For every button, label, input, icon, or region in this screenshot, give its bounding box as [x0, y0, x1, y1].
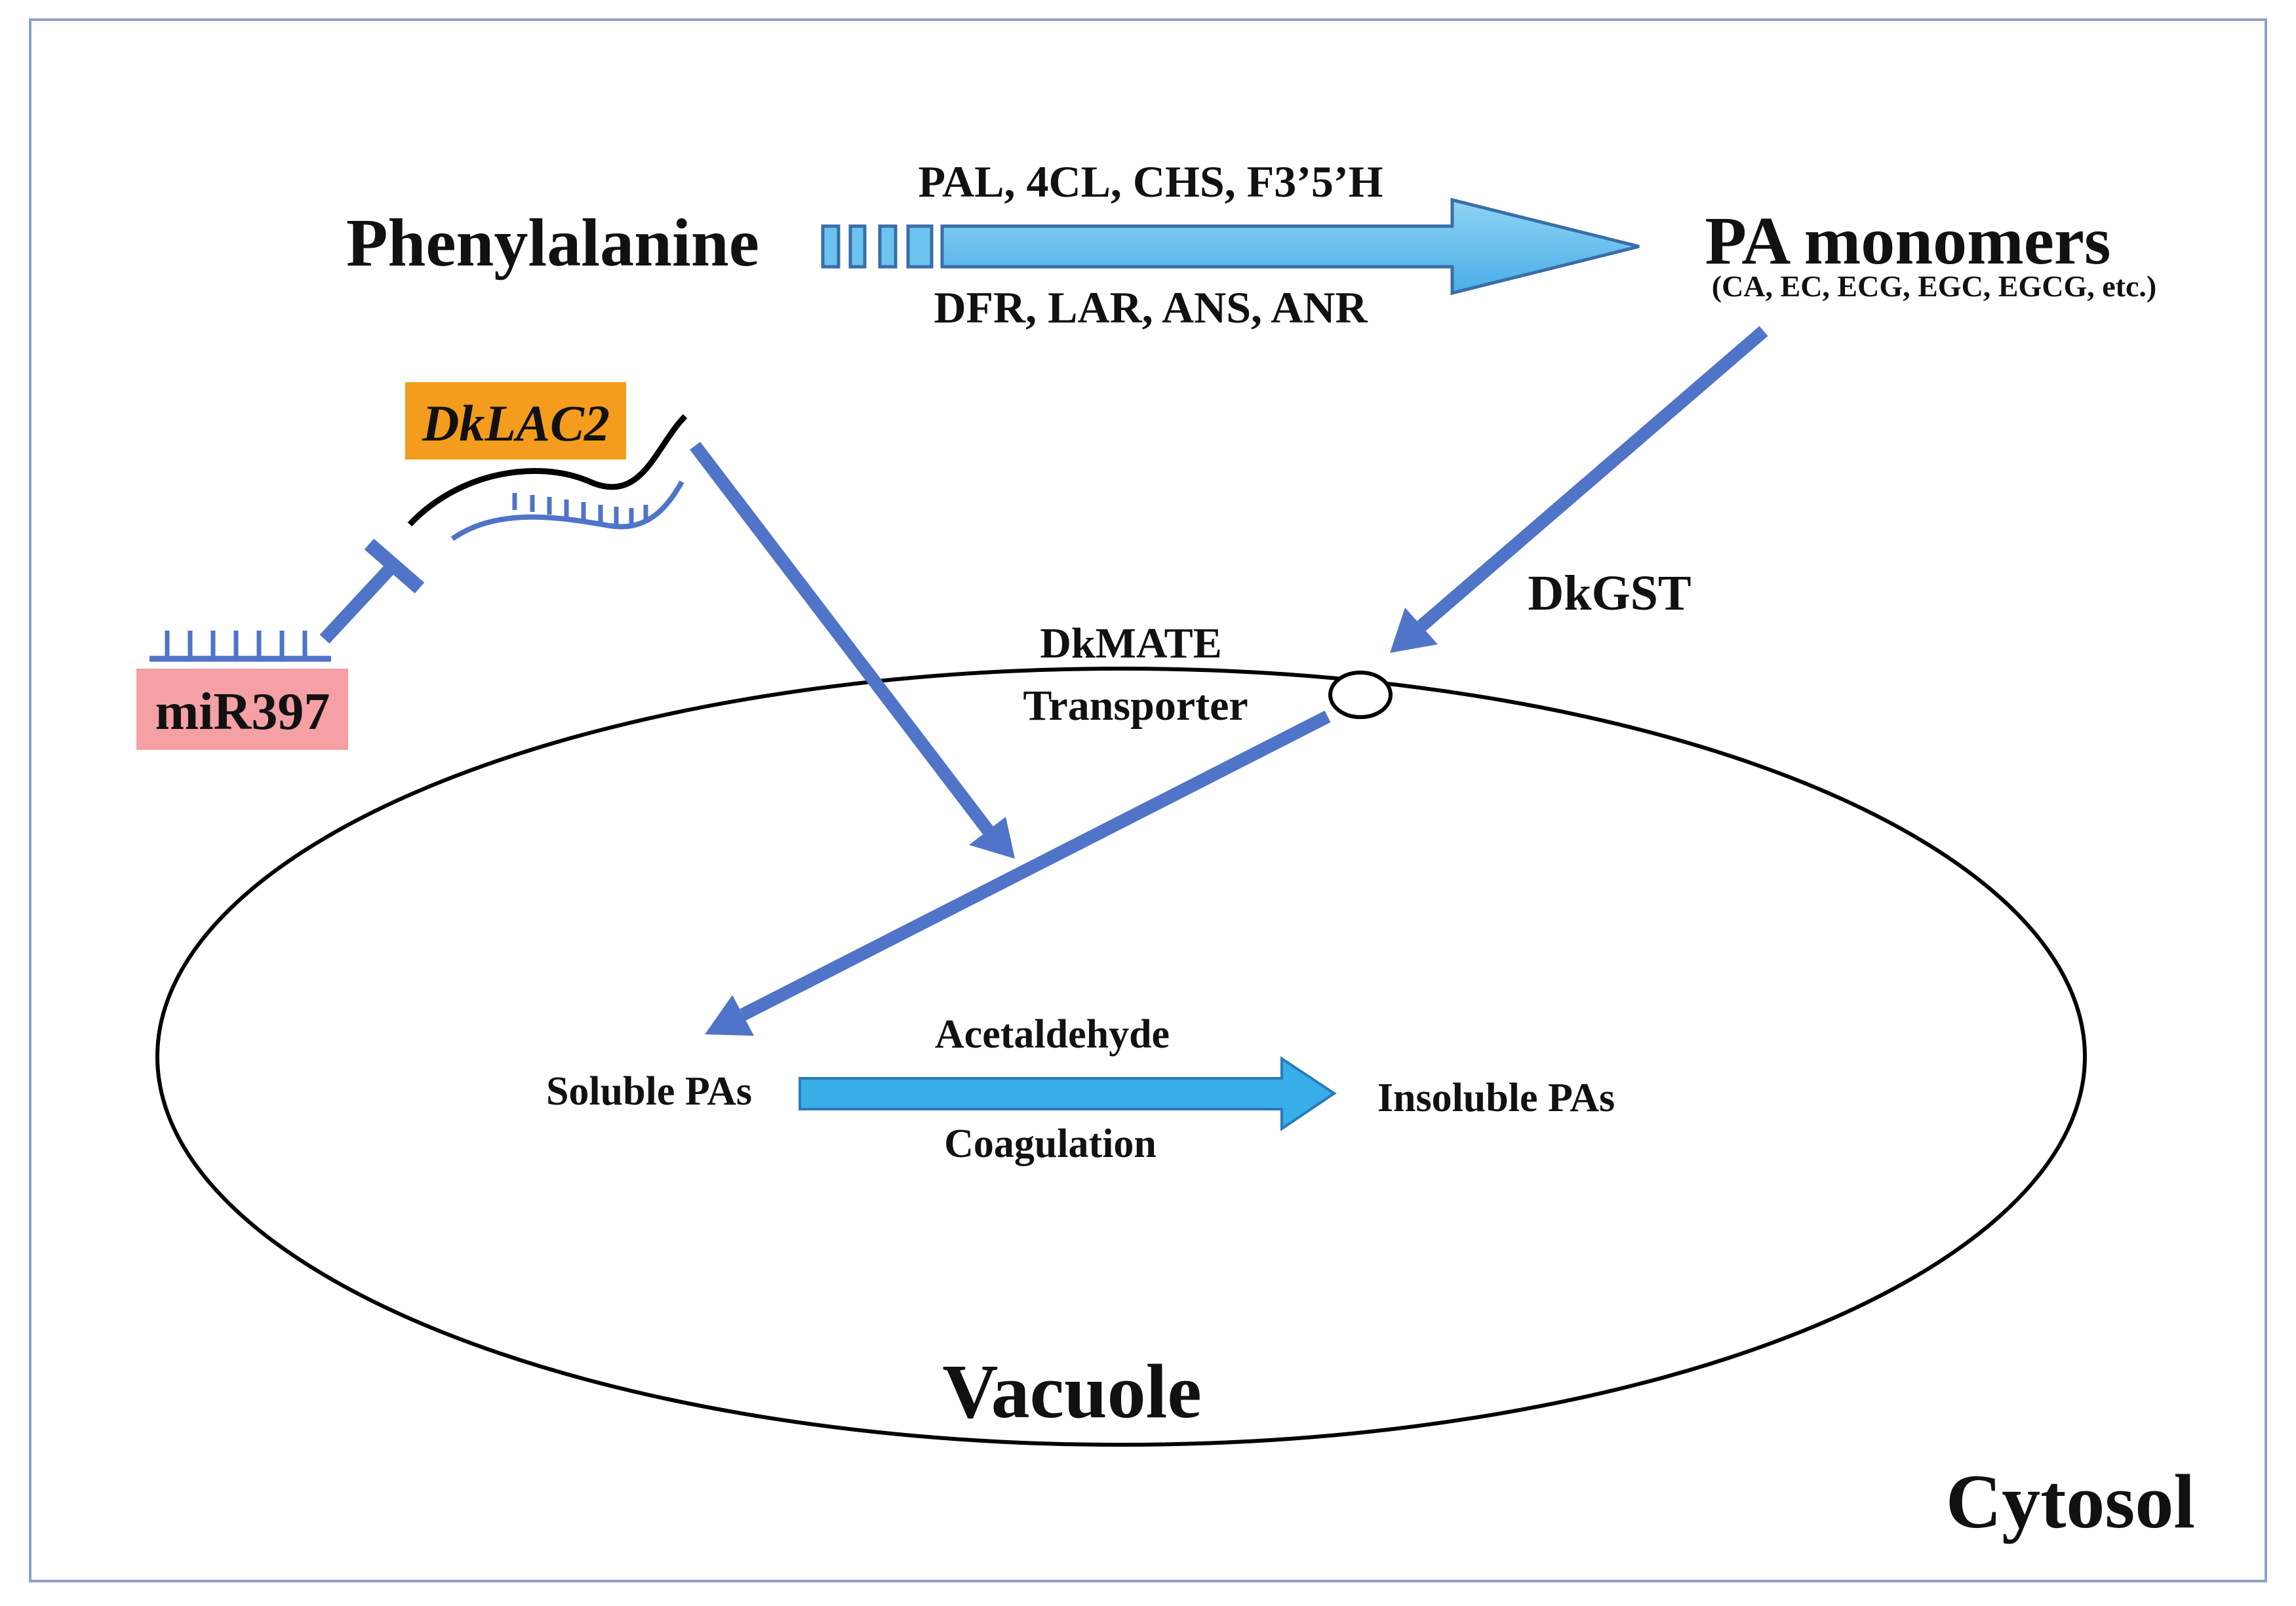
pa-monomers-sub-label: (CA, EC, ECG, EGC, EGCG, etc.) — [1712, 269, 2156, 303]
dkmate-label-line2: Transporter — [1023, 682, 1248, 730]
biosynthesis-arrow — [940, 197, 1640, 296]
cytosol-label: Cytosol — [1946, 1459, 2195, 1544]
mir397-label-box — [136, 669, 348, 750]
figure-frame — [29, 18, 2267, 1582]
dklac2-mrna-strand — [407, 414, 688, 527]
enzymes-bottom-label: DFR, LAR, ANS, ANR — [934, 283, 1368, 332]
dklac2-arrow — [690, 441, 1015, 859]
dkgst-label: DkGST — [1528, 566, 1691, 621]
inhibition-line — [319, 538, 425, 644]
transport-arrow — [705, 711, 1331, 1036]
dkgst-arrow — [1390, 326, 1768, 653]
mirna-bound-strand — [450, 480, 684, 541]
dklac2-label-box — [405, 382, 626, 460]
vacuole-label: Vacuole — [942, 1348, 1202, 1434]
phenylalanine-label: Phenylalanine — [346, 205, 759, 281]
vacuole-membrane — [155, 667, 2087, 1447]
mir397-strand-icon — [149, 631, 331, 662]
base-pair-ticks — [512, 493, 648, 526]
mir397-label: miR397 — [155, 683, 330, 741]
enzymes-top-label: PAL, 4CL, CHS, F3’5’H — [919, 157, 1383, 206]
dkmate-label-line1: DkMATE — [1040, 619, 1221, 667]
insoluble-pas-label: Insoluble PAs — [1377, 1076, 1615, 1120]
coagulation-label: Coagulation — [944, 1122, 1157, 1166]
conversion-arrow — [799, 1056, 1337, 1131]
dkmate-transporter-icon — [1328, 671, 1393, 719]
soluble-pas-label: Soluble PAs — [546, 1069, 752, 1114]
dklac2-label: DkLAC2 — [422, 395, 610, 452]
acetaldehyde-label: Acetaldehyde — [935, 1012, 1170, 1057]
pa-monomers-label: PA monomers — [1705, 203, 2110, 279]
phenylalanine-dash-blocks — [821, 224, 934, 269]
